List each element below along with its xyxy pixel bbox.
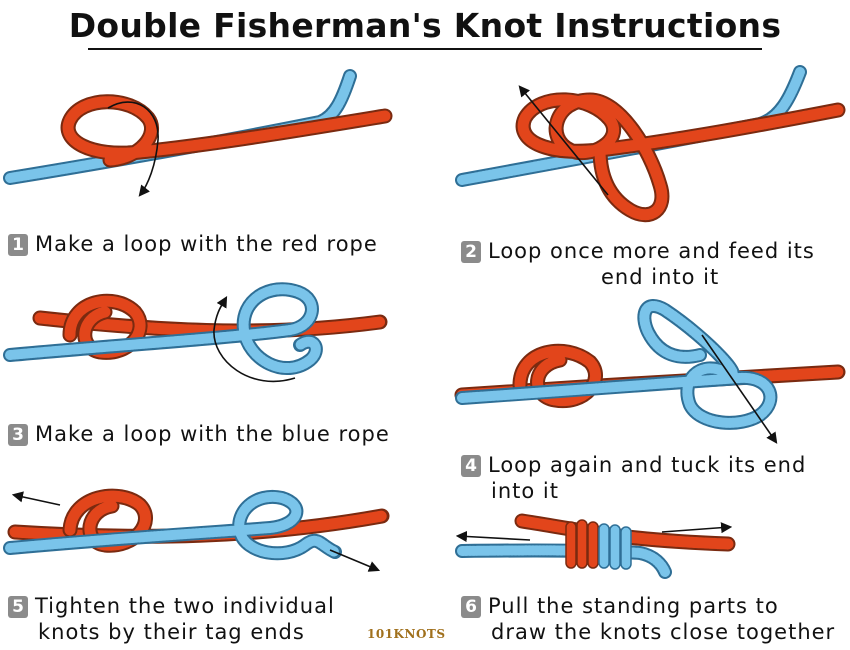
step-1-caption: 1 Make a loop with the red rope [8, 231, 378, 257]
step-3-caption: 3 Make a loop with the blue rope [8, 421, 390, 447]
step-6-caption: 6 Pull the standing parts to draw the kno… [461, 593, 835, 645]
pull-left-arrow [455, 530, 531, 543]
step-4-caption: 4 Loop again and tuck its end into it [461, 452, 806, 504]
red-rope [517, 94, 844, 221]
step-4-illustration [454, 299, 846, 444]
tighten-left-arrow [11, 491, 61, 506]
step-text-continued: into it [491, 479, 559, 503]
step-number-badge: 2 [461, 241, 481, 263]
step-text: Loop again and tuck its end [488, 453, 807, 477]
step-number-badge: 6 [461, 596, 481, 618]
step-text: Make a loop with the red rope [35, 232, 378, 256]
step-text-continued: end into it [601, 265, 720, 289]
step-text: Make a loop with the blue rope [35, 422, 390, 446]
brand-logo: 101KNOTS [367, 627, 446, 641]
step-number-badge: 1 [8, 234, 28, 256]
red-knot [64, 295, 146, 358]
step-6-illustration [455, 513, 736, 579]
step-number-badge: 4 [461, 455, 481, 477]
feed-arrow [518, 85, 609, 196]
step-5-caption: 5 Tighten the two individual knots by the… [8, 593, 335, 645]
step-5-illustration [3, 488, 390, 572]
rotation-arrow [213, 296, 296, 383]
step-2-illustration [455, 65, 846, 223]
blue-rope [5, 284, 321, 374]
red-rope [62, 96, 391, 166]
title-underline [88, 48, 762, 50]
blue-rope [457, 545, 670, 577]
blue-rope [5, 491, 340, 559]
blue-rope [457, 301, 776, 428]
step-number-badge: 5 [8, 596, 28, 618]
step-3-illustration [3, 282, 388, 383]
red-knot [64, 490, 151, 551]
rotation-arrow [107, 101, 159, 197]
page-title: Double Fisherman's Knot Instructions [68, 6, 782, 45]
step-text-continued: draw the knots close together [491, 620, 836, 644]
step-text: Loop once more and feed its [488, 239, 815, 263]
step-text-continued: knots by their tag ends [38, 620, 305, 644]
pull-right-arrow [661, 522, 733, 534]
step-text: Tighten the two individual [35, 594, 335, 618]
step-number-badge: 3 [8, 424, 28, 446]
step-text: Pull the standing parts to [488, 594, 779, 618]
tuck-arrow [701, 334, 778, 444]
tightened-knot [565, 519, 632, 570]
step-2-caption: 2 Loop once more and feed its end into it [461, 238, 815, 290]
step-1-illustration [3, 69, 393, 197]
tighten-right-arrow [329, 549, 381, 572]
